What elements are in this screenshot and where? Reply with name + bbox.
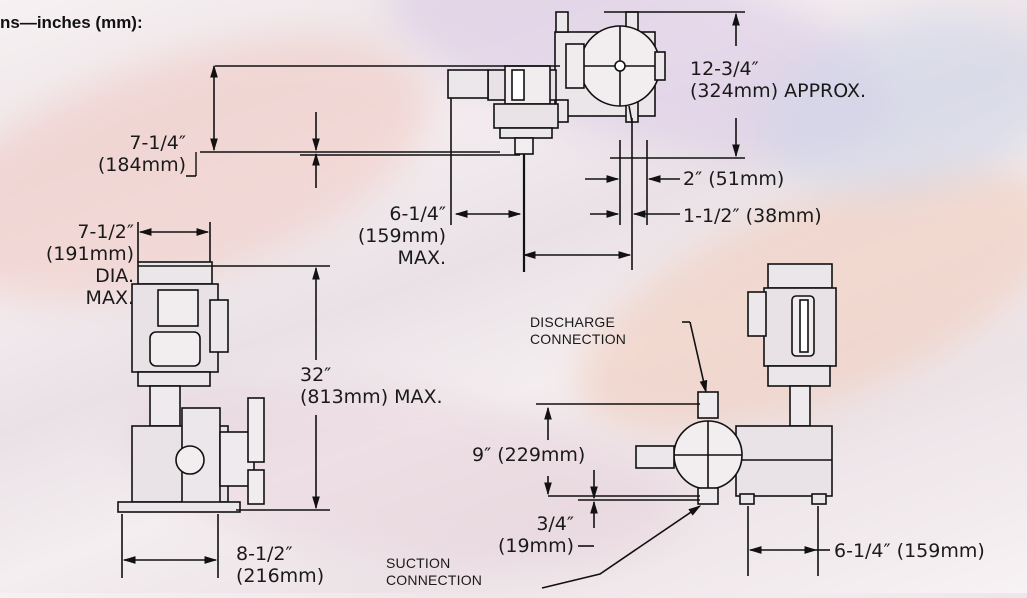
- top-view-pump: [447, 11, 666, 272]
- dim-base-width: 8-1/2″ (216mm): [236, 543, 325, 587]
- side-view-pump: [117, 261, 265, 513]
- dim-offset-left: 7-1/4″ (184mm): [97, 132, 186, 176]
- discharge-connection-label: DISCHARGE CONNECTION: [530, 314, 627, 347]
- dim-reach-top: 6-1/4″ (159mm) MAX.: [357, 203, 446, 269]
- dim-reach-right: 6-1/4″ (159mm): [834, 540, 985, 562]
- dim-port-1-5in: 1-1/2″ (38mm): [683, 205, 822, 227]
- dim-port-spacing: 9″ (229mm): [472, 444, 586, 466]
- dim-height-total: 32″ (813mm) MAX.: [300, 364, 443, 408]
- front-view-pump: [635, 263, 837, 505]
- suction-connection-label: SUCTION CONNECTION: [386, 555, 483, 588]
- dim-port-2in: 2″ (51mm): [683, 168, 785, 190]
- page-title: ns—inches (mm):: [0, 13, 143, 32]
- dim-height-top: 12-3/4″ (324mm) APPROX.: [690, 58, 867, 102]
- dim-suction-offset: 3/4″ (19mm): [497, 513, 574, 557]
- dim-diameter: 7-1/2″ (191mm) DIA. MAX.: [45, 221, 134, 309]
